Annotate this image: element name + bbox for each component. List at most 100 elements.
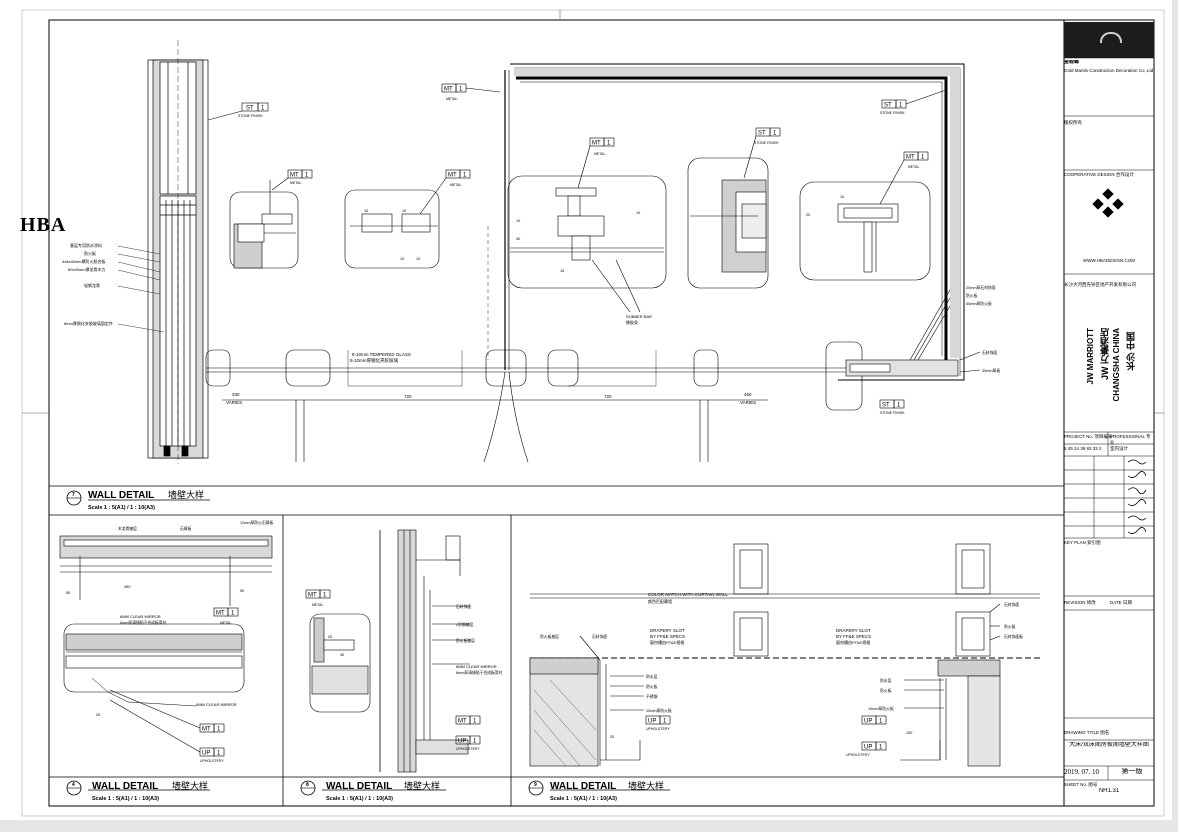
svg-text:石材饰面: 石材饰面	[982, 350, 997, 355]
svg-text:30mm厚板: 30mm厚板	[982, 368, 1000, 373]
tag-st-1	[207, 102, 269, 121]
title-8-en: WALL DETAIL	[326, 781, 392, 792]
svg-text:防火板基层: 防火板基层	[456, 638, 475, 643]
svg-text:1: 1	[231, 611, 235, 617]
svg-text:METAL: METAL	[594, 152, 605, 156]
svg-text:9: 9	[534, 782, 537, 788]
svg-text:1: 1	[897, 403, 901, 409]
revision-label: REVISION 修改	[1064, 600, 1096, 605]
project-en2: CHANGSHA CHINA	[1112, 328, 1121, 402]
svg-text:10: 10	[402, 209, 406, 213]
project-no: 5 45 24 39 83 33 2	[1064, 446, 1102, 451]
svg-text:VARIES: VARIES	[226, 400, 242, 405]
right-scroll-edge	[1172, 0, 1178, 832]
svg-text:防火板基层: 防火板基层	[540, 634, 559, 639]
svg-text:1: 1	[473, 719, 477, 725]
svg-text:MT: MT	[202, 727, 211, 733]
svg-text:石材饰面: 石材饰面	[592, 634, 607, 639]
svg-text:720: 720	[604, 394, 612, 399]
svg-text:50: 50	[240, 589, 244, 593]
svg-text:BY FF&E SPECS: BY FF&E SPECS	[650, 634, 685, 639]
project-en1: JW MARRIOTT	[1086, 328, 1095, 385]
svg-text:8: 8	[306, 782, 309, 788]
detail-4	[59, 535, 273, 753]
svg-text:8-10mm厚钢化夹胶玻璃: 8-10mm厚钢化夹胶玻璃	[350, 357, 399, 364]
svg-text:1: 1	[323, 593, 327, 599]
svg-text:1: 1	[217, 727, 221, 733]
hba-logo-mark	[1092, 188, 1124, 218]
svg-text:UP: UP	[458, 739, 466, 745]
svg-text:STONE FINISH: STONE FINISH	[880, 411, 905, 415]
company-name-en: Gold Mantis Construction Decoration Co.,…	[1064, 68, 1154, 73]
svg-text:MT: MT	[458, 719, 467, 725]
svg-text:METAL: METAL	[908, 165, 919, 169]
svg-text:450: 450	[744, 392, 752, 397]
tag-st-label: ST	[246, 106, 254, 112]
project-no-label: PROJECT No. 项目编号	[1064, 434, 1113, 439]
svg-text:12mm厚防火石膏板: 12mm厚防火石膏板	[240, 520, 274, 525]
title-7-en: WALL DETAIL	[88, 490, 154, 501]
svg-text:1: 1	[921, 155, 925, 161]
profession-label: PROFESSIONAL 专业	[1110, 434, 1151, 445]
title-7-num: 7	[72, 492, 75, 498]
hba-website: WWW.HBADESIGN.COM	[1083, 258, 1135, 263]
project-name-vertical: JW MARRIOTT JW 万豪酒店 CHANGSHA CHINA 长沙 中国	[1082, 328, 1142, 428]
tag-mt-a	[271, 169, 313, 191]
tag-mt-e	[879, 151, 929, 205]
svg-text:6MM CLEAR MIRROR: 6MM CLEAR MIRROR	[456, 664, 497, 669]
svg-text:L形钢基层: L形钢基层	[456, 622, 474, 627]
svg-text:VARIES: VARIES	[740, 400, 756, 405]
issue-date: 2019. 07. 10	[1064, 768, 1099, 776]
svg-text:防火板: 防火板	[1004, 624, 1016, 629]
svg-text:MT: MT	[906, 155, 915, 161]
detail-9	[529, 543, 1040, 767]
tag-mt-c	[441, 83, 501, 93]
vertical-wall-section	[147, 40, 209, 464]
svg-text:UP: UP	[648, 719, 656, 725]
svg-text:20: 20	[96, 713, 100, 717]
coop-design-label: COOPERATIVE DESIGN 合作设计	[1064, 172, 1134, 177]
svg-text:橡胶条: 橡胶条	[626, 319, 638, 325]
svg-text:UPHOLSTERY: UPHOLSTERY	[646, 727, 670, 731]
svg-text:1: 1	[663, 719, 667, 725]
svg-text:防水层: 防水层	[646, 674, 658, 679]
tag-st-caption: STONE FINISH	[238, 114, 263, 118]
svg-text:30mm厚防火板: 30mm厚防火板	[966, 301, 992, 306]
svg-text:1: 1	[773, 131, 777, 137]
tag-st-c	[879, 399, 905, 409]
svg-text:BY FF&E SPECS: BY FF&E SPECS	[836, 634, 871, 639]
drawing-title: 大床/双床阁房板阁墙壁大样图	[1069, 742, 1149, 748]
svg-text:720: 720	[404, 394, 412, 399]
svg-text:防火板: 防火板	[966, 293, 978, 298]
svg-text:30: 30	[340, 653, 344, 657]
svg-text:METAL: METAL	[446, 97, 457, 101]
svg-text:4: 4	[72, 782, 75, 788]
copyright-label: 版权所有	[1064, 120, 1082, 125]
svg-text:防火板: 防火板	[880, 688, 892, 693]
svg-text:450: 450	[124, 585, 130, 589]
svg-text:6MM CLEAR MIRROR: 6MM CLEAR MIRROR	[120, 614, 161, 619]
svg-text:METAL: METAL	[312, 603, 323, 607]
svg-text:1: 1	[459, 87, 463, 93]
svg-text:UP: UP	[202, 751, 210, 757]
title-7-cn: 墙壁大样	[168, 489, 204, 500]
svg-text:UPHOLSTERY: UPHOLSTERY	[200, 759, 224, 763]
svg-text:墙壁大样: 墙壁大样	[172, 780, 208, 791]
svg-text:330: 330	[232, 392, 240, 397]
svg-text:15: 15	[560, 269, 564, 273]
svg-text:1: 1	[463, 173, 467, 179]
svg-text:6mm厚清镜贴于合成板背衬: 6mm厚清镜贴于合成板背衬	[456, 670, 503, 675]
svg-text:UP: UP	[864, 745, 872, 751]
sheet-no: NH1.31	[1098, 788, 1120, 794]
note-curtain: COLOR MATCH WITH CURTAIN WALL	[648, 592, 728, 597]
svg-text:10: 10	[400, 257, 404, 261]
svg-text:不锈钢: 不锈钢	[646, 694, 658, 699]
svg-text:6MM CLEAR MIRROR: 6MM CLEAR MIRROR	[196, 702, 237, 707]
title-7-scale: Scale 1 : 5(A1) / 1 : 10(A3)	[88, 505, 155, 511]
tag-mt-d	[577, 137, 615, 189]
svg-text:1: 1	[879, 719, 883, 725]
svg-text:墙壁大样: 墙壁大样	[404, 780, 440, 791]
svg-text:METAL: METAL	[450, 183, 461, 187]
tag-mt-label: MT	[290, 173, 299, 179]
